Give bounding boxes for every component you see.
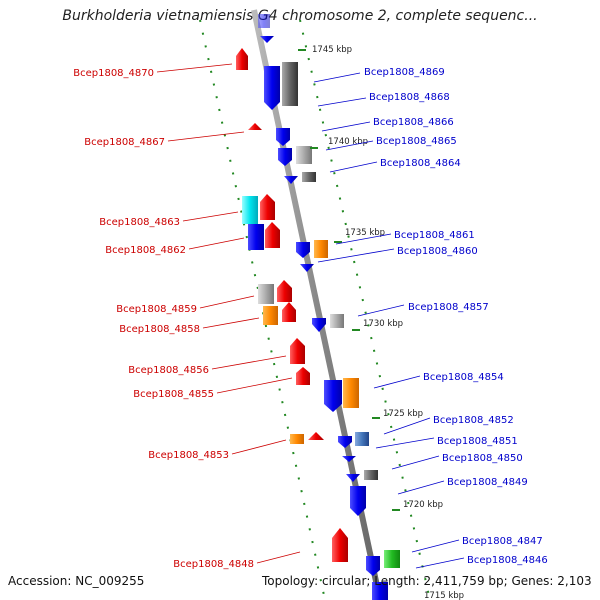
gene-label-4863[interactable]: Bcep1808_4863 (99, 217, 180, 228)
gene-bcep1808-4865a (278, 148, 292, 166)
gene-bcep1808-4861a (296, 242, 310, 258)
gene-bcep1808-4865b (296, 146, 312, 164)
gene-bcep1808-4852b (355, 432, 369, 446)
gene-bcep1808-4861b (314, 240, 328, 258)
gene-label-4855[interactable]: Bcep1808_4855 (133, 389, 214, 400)
guide-track-left-outer (199, 19, 326, 600)
accession-text: Accession: NC_009255 (8, 574, 145, 588)
gene-bcep1808-4863b (260, 194, 275, 220)
gene-bcep1808-4866 (276, 128, 290, 146)
tick-label-1725: 1725 kbp (383, 409, 423, 419)
gene-bcep1808-4862b (265, 222, 280, 248)
gene-bcep1808-4859a (258, 284, 274, 304)
tick-label-1715: 1715 kbp (424, 591, 464, 600)
gene-bcep1808-4859b (277, 280, 292, 302)
gene-label-4857[interactable]: Bcep1808_4857 (408, 302, 489, 313)
gene-bcep1808-4853a (290, 434, 304, 444)
gene-bcep1808-4862a (248, 224, 264, 250)
gene-label-4852[interactable]: Bcep1808_4852 (433, 415, 514, 426)
gene-label-4861[interactable]: Bcep1808_4861 (394, 230, 475, 241)
tick-marks (298, 49, 400, 511)
gene-bcep1808-4864b (302, 172, 316, 182)
gene-bcep1808-4860 (300, 264, 314, 272)
gene-bcep1808-4858a (263, 306, 278, 325)
gene-bcep1808-4870 (236, 48, 248, 70)
gene-label-4853[interactable]: Bcep1808_4853 (148, 450, 229, 461)
gene-label-4864[interactable]: Bcep1808_4864 (380, 158, 461, 169)
gene-bcep1808-4852a (338, 436, 352, 448)
gene-bcep1808-4853b (308, 432, 324, 440)
gene-label-4848[interactable]: Bcep1808_4848 (173, 559, 254, 570)
tick-label-1745: 1745 kbp (312, 45, 352, 55)
gene-label-4867[interactable]: Bcep1808_4867 (84, 137, 165, 148)
gene-bcep1808-4857a (312, 318, 326, 332)
tick-label-1735: 1735 kbp (345, 228, 385, 238)
gene-bcep1808-4863a (242, 196, 258, 224)
gene-bcep1808-4858b (282, 302, 296, 322)
gene-partial-top-blue (258, 14, 270, 28)
gene-bcep1808-4854a (324, 380, 342, 412)
gene-label-4860[interactable]: Bcep1808_4860 (397, 246, 478, 257)
map-title: Burkholderia vietnamiensis G4 chromosome… (62, 8, 538, 24)
topology-text: Topology: circular; Length: 2,411,759 bp… (262, 574, 592, 588)
gene-bcep1808-4869 (264, 66, 280, 110)
gene-bcep1808-4857b (330, 314, 344, 328)
gene-label-4862[interactable]: Bcep1808_4862 (105, 245, 186, 256)
gene-label-4870[interactable]: Bcep1808_4870 (73, 68, 154, 79)
gene-label-4856[interactable]: Bcep1808_4856 (128, 365, 209, 376)
gene-bcep1808-4855 (296, 367, 310, 385)
gene-bcep1808-4846 (366, 556, 380, 576)
gene-label-4849[interactable]: Bcep1808_4849 (447, 477, 528, 488)
gene-label-4846[interactable]: Bcep1808_4846 (467, 555, 548, 566)
gene-bcep1808-4849a (346, 474, 360, 482)
tick-label-1720: 1720 kbp (403, 500, 443, 510)
gene-bcep1808-4850 (342, 456, 356, 462)
right-gene-labels: Bcep1808_4869 Bcep1808_4868 Bcep1808_486… (313, 67, 548, 569)
gene-bcep1808-4856 (290, 338, 305, 364)
gene-bcep1808-4854b (343, 378, 359, 408)
gene-partial-top-blue-2 (260, 36, 274, 43)
tick-label-1740: 1740 kbp (328, 137, 368, 147)
left-gene-labels: Bcep1808_4870 Bcep1808_4867 Bcep1808_486… (73, 63, 301, 570)
gene-label-4850[interactable]: Bcep1808_4850 (442, 453, 523, 464)
gene-bcep1808-4849c (350, 486, 366, 516)
tick-label-1730: 1730 kbp (363, 319, 403, 329)
gene-label-4858[interactable]: Bcep1808_4858 (119, 324, 200, 335)
gene-bcep1808-4849b (364, 470, 378, 480)
gene-label-4851[interactable]: Bcep1808_4851 (437, 436, 518, 447)
gene-label-4866[interactable]: Bcep1808_4866 (373, 117, 454, 128)
gene-label-4859[interactable]: Bcep1808_4859 (116, 304, 197, 315)
gene-label-4854[interactable]: Bcep1808_4854 (423, 372, 504, 383)
gene-bcep1808-4864a (284, 176, 298, 184)
gene-bcep1808-4867 (248, 123, 262, 130)
gene-label-4847[interactable]: Bcep1808_4847 (462, 536, 543, 547)
gene-bcep1808-4848 (332, 528, 348, 562)
gene-label-4865[interactable]: Bcep1808_4865 (376, 136, 457, 147)
guide-track-right-outer (299, 19, 431, 600)
gene-partial-bottom (372, 582, 388, 600)
gene-label-4869[interactable]: Bcep1808_4869 (364, 67, 445, 78)
gene-bcep1808-4868 (282, 62, 298, 106)
gene-label-4868[interactable]: Bcep1808_4868 (369, 92, 450, 103)
gene-bcep1808-4847 (384, 550, 400, 568)
